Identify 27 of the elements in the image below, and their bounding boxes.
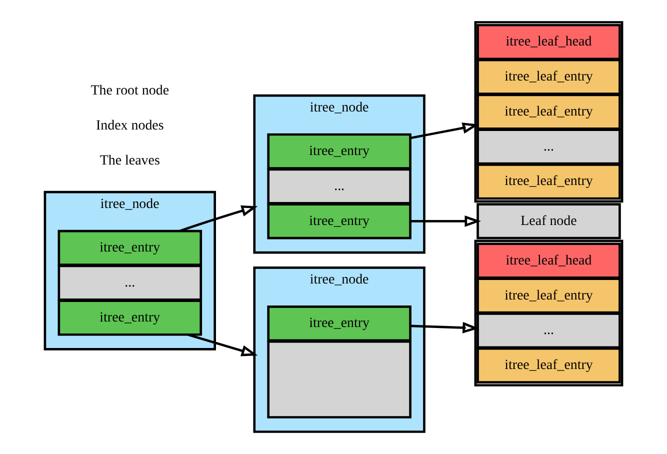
node-box: ...	[58, 264, 202, 301]
node-box: itree_leaf_entry	[476, 58, 621, 95]
node-box: itree_leaf_entry	[476, 94, 621, 130]
cluster	[474, 21, 624, 203]
label: The root node	[90, 83, 170, 98]
node-box: Leaf node	[476, 203, 621, 240]
node-box: ...	[267, 168, 412, 204]
node-box: ...	[476, 128, 621, 165]
node-box: itree_leaf_entry	[476, 278, 621, 314]
arrow	[410, 322, 479, 334]
node-box: itree_entry	[267, 306, 412, 342]
node-box: itree_entry	[58, 230, 202, 266]
node-box	[267, 340, 412, 418]
node-box: itree_entry	[267, 203, 412, 240]
node-box: ...	[476, 312, 621, 349]
node-box: itree_leaf_entry	[476, 164, 621, 200]
node-box: itree_leaf_head	[476, 242, 621, 279]
label: Index nodes	[96, 118, 164, 134]
node-box: itree_entry	[58, 300, 202, 336]
arrow	[410, 215, 482, 227]
node-box: itree_entry	[267, 133, 412, 170]
node-box: itree_leaf_head	[476, 24, 621, 60]
node-box: itree_leaf_entry	[476, 347, 621, 384]
arrow	[179, 205, 258, 232]
label: The leaves	[100, 153, 160, 168]
cluster	[474, 240, 624, 386]
arrow	[188, 334, 258, 356]
